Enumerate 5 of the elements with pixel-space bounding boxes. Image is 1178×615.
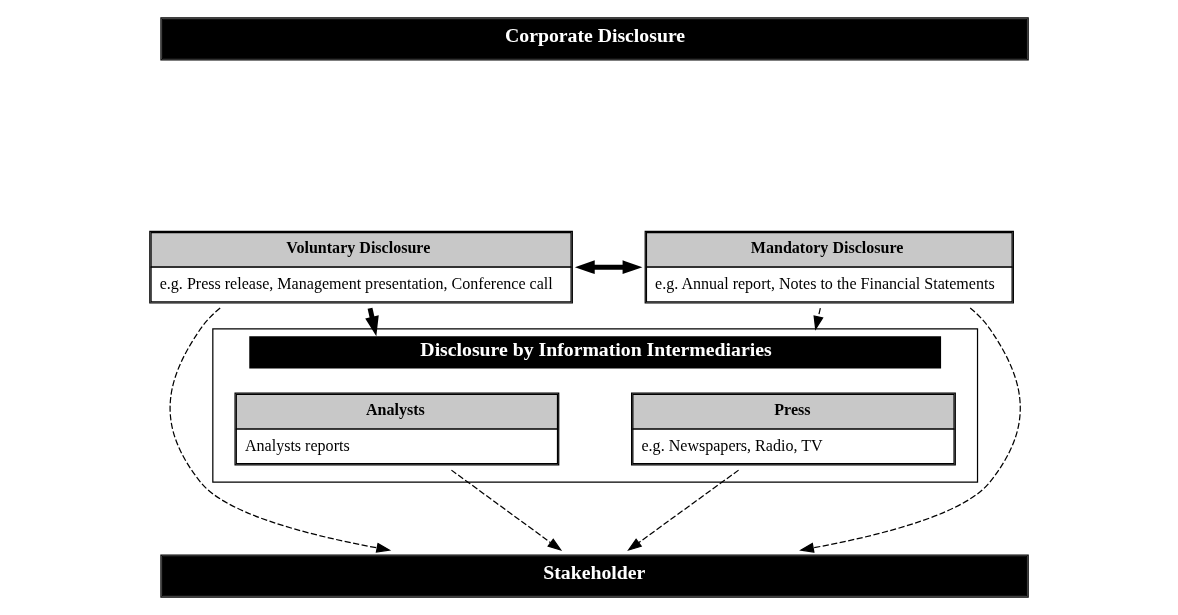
arrow — [627, 469, 740, 552]
arrow — [813, 307, 824, 331]
arrow — [450, 469, 563, 552]
arrow — [799, 307, 1021, 553]
arrow — [574, 260, 643, 275]
